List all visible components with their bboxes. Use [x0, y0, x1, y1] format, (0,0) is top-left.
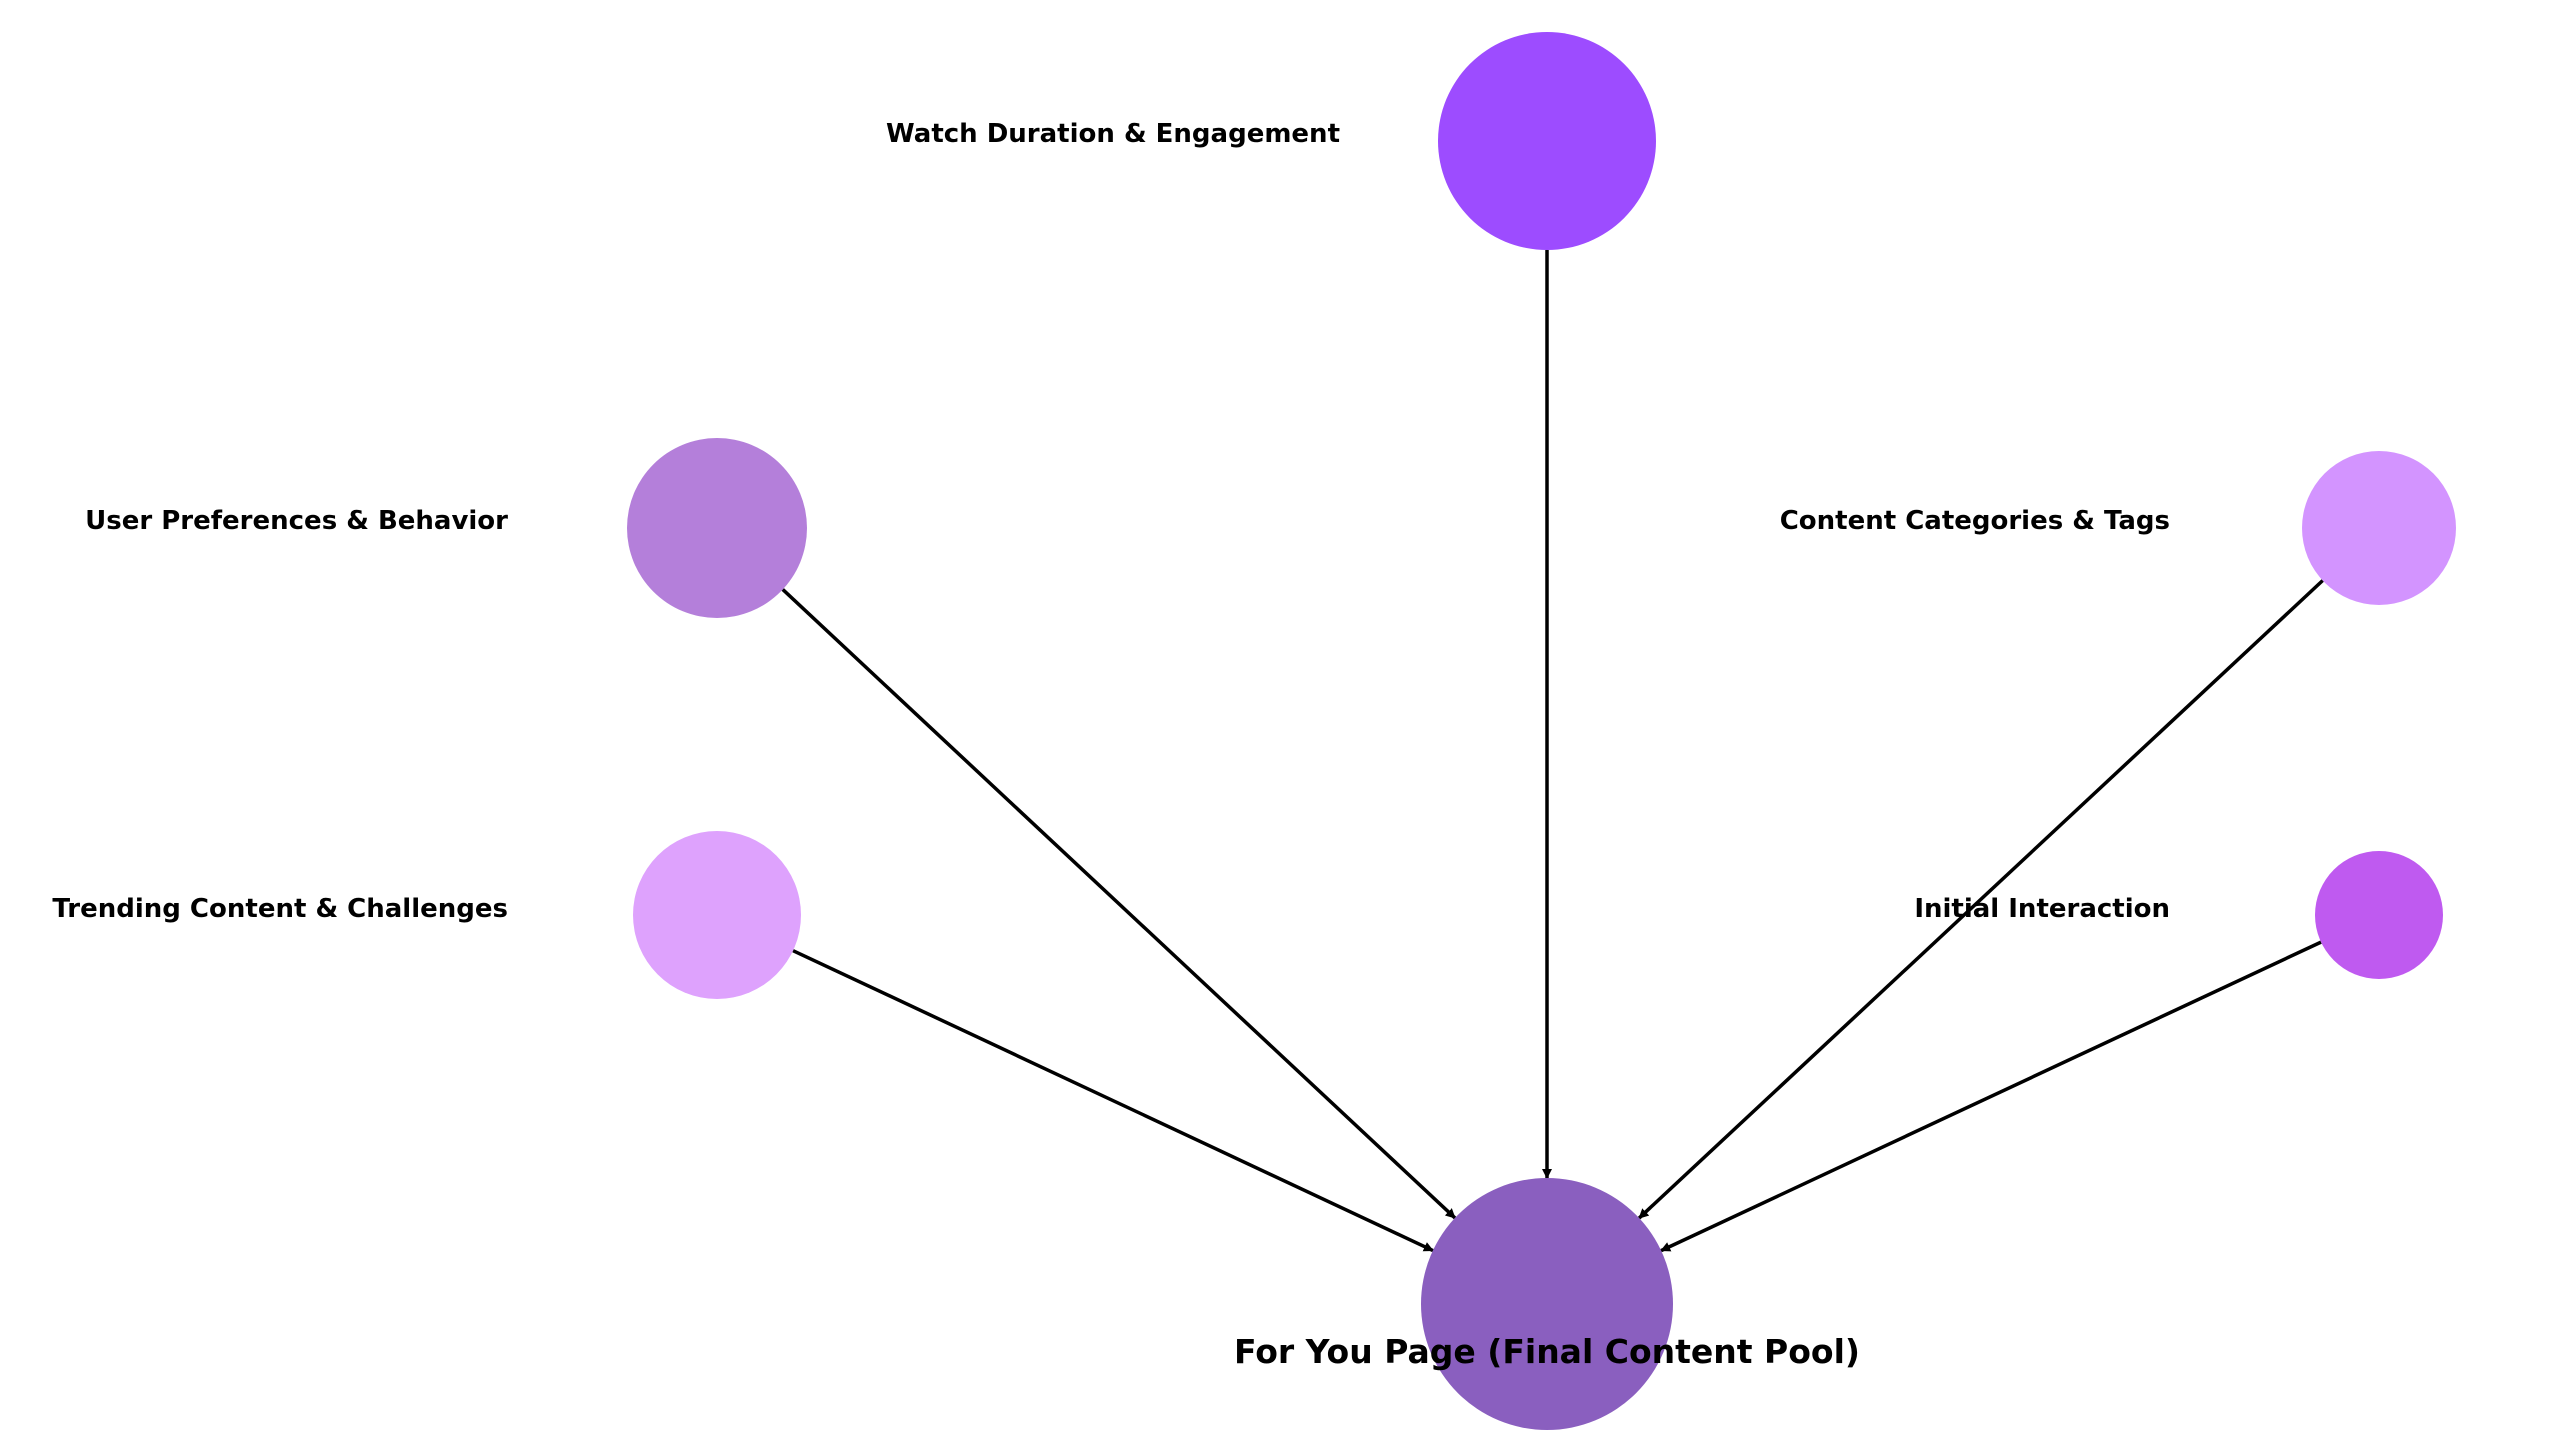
- edge-initial-to-fyp: [1660, 940, 2322, 1253]
- node-categories: [2302, 451, 2456, 605]
- node-label-trending: Trending Content & Challenges: [52, 894, 508, 924]
- node-label-watch: Watch Duration & Engagement: [886, 119, 1340, 149]
- node-label-initial: Initial Interaction: [1914, 894, 2170, 924]
- node-initial: [2315, 851, 2443, 979]
- edge-categories-to-fyp: [1637, 579, 2324, 1220]
- edge-trending-to-fyp: [792, 949, 1434, 1253]
- node-label-categories: Content Categories & Tags: [1780, 506, 2170, 536]
- edge-prefs-to-fyp: [781, 588, 1457, 1220]
- node-prefs: [627, 438, 807, 618]
- node-label-fyp: For You Page (Final Content Pool): [1234, 1332, 1860, 1371]
- node-fyp: [1421, 1178, 1673, 1430]
- node-trending: [633, 831, 801, 999]
- node-watch: [1438, 32, 1656, 250]
- node-label-prefs: User Preferences & Behavior: [85, 506, 508, 536]
